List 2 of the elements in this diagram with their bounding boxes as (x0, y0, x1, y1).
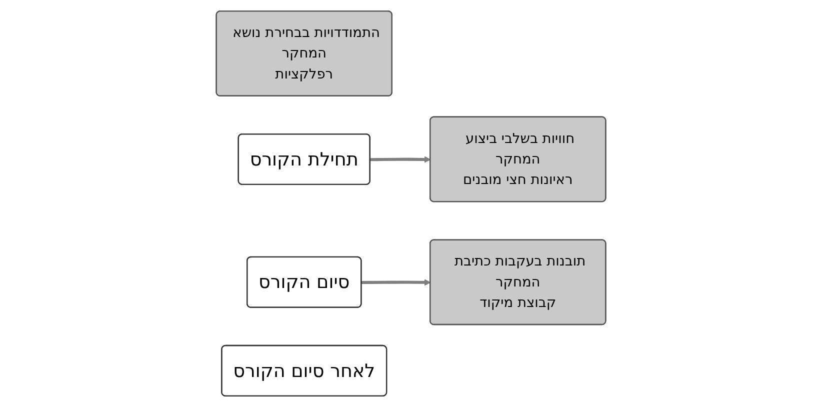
arrow (370, 156, 431, 163)
arrow (362, 279, 431, 286)
